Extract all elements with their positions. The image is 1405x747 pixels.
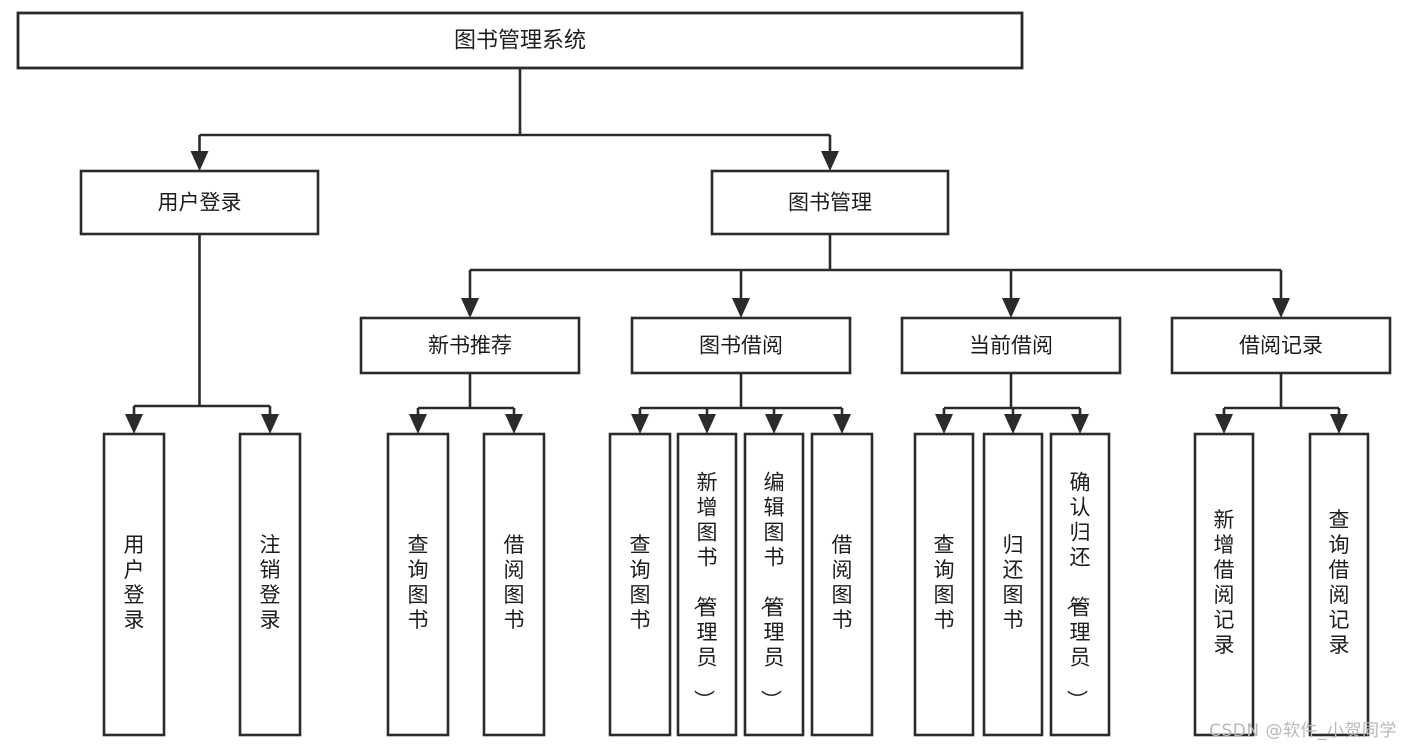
node-label-current-borrow: 当前借阅: [969, 334, 1053, 358]
node-label-leaf-confirm-return: 确认归还（管理员）: [1065, 471, 1091, 711]
node-leaf-borrow-book-recommend[interactable]: 借阅图书: [482, 432, 546, 737]
node-leaf-add-record[interactable]: 新增借阅记录: [1193, 432, 1255, 737]
arrow-head-leaf-return-book: [1004, 414, 1022, 434]
node-label-leaf-query-record: 查询借阅记录: [1329, 508, 1350, 657]
arrow-head-leaf-edit-book: [765, 414, 783, 434]
arrow-head-user-login: [190, 151, 209, 171]
node-label-borrow-record: 借阅记录: [1239, 334, 1323, 358]
arrow-head-borrow-record: [1272, 298, 1290, 318]
node-box-leaf-edit-book: [743, 432, 805, 737]
node-label-leaf-add-book: 新增图书（管理员）: [692, 471, 718, 711]
node-label-leaf-query-book-recommend: 查询图书: [408, 533, 429, 632]
node-label-new-book-recommend: 新书推荐: [428, 334, 512, 358]
node-box-leaf-add-record: [1193, 432, 1255, 737]
node-leaf-query-book-current[interactable]: 查询图书: [913, 432, 975, 737]
connector-layer: [125, 68, 1348, 434]
arrow-head-leaf-query-book: [631, 414, 649, 434]
node-box-leaf-query-book: [608, 432, 672, 737]
node-label-leaf-add-record: 新增借阅记录: [1214, 508, 1235, 657]
node-box-new-book-recommend: [359, 316, 581, 375]
node-leaf-query-book[interactable]: 查询图书: [608, 432, 672, 737]
node-leaf-edit-book[interactable]: 编辑图书（管理员）: [743, 432, 805, 737]
node-box-leaf-query-book-recommend: [386, 432, 450, 737]
node-current-borrow[interactable]: 当前借阅: [900, 316, 1122, 375]
node-label-book-management: 图书管理: [788, 191, 872, 215]
node-label-leaf-edit-book: 编辑图书（管理员）: [759, 471, 785, 711]
node-box-leaf-user-login: [102, 432, 166, 737]
node-box-leaf-query-book-current: [913, 432, 975, 737]
node-box-leaf-borrow-book-recommend: [482, 432, 546, 737]
node-leaf-query-record[interactable]: 查询借阅记录: [1308, 432, 1370, 737]
node-box-leaf-query-record: [1308, 432, 1370, 737]
node-user-login[interactable]: 用户登录: [79, 169, 320, 236]
arrow-head-leaf-confirm-return: [1071, 414, 1089, 434]
node-leaf-return-book[interactable]: 归还图书: [982, 432, 1044, 737]
node-root[interactable]: 图书管理系统: [16, 11, 1024, 70]
node-label-book-borrow: 图书借阅: [699, 334, 783, 358]
node-box-root: [16, 11, 1024, 70]
arrow-head-current-borrow: [1002, 298, 1020, 318]
arrow-head-leaf-query-record: [1330, 414, 1348, 434]
node-leaf-confirm-return[interactable]: 确认归还（管理员）: [1049, 432, 1111, 737]
node-box-leaf-confirm-return: [1049, 432, 1111, 737]
node-label-user-login: 用户登录: [158, 191, 242, 215]
node-label-root: 图书管理系统: [454, 29, 586, 54]
node-leaf-logout[interactable]: 注销登录: [238, 432, 302, 737]
node-label-leaf-borrow-book-recommend: 借阅图书: [504, 533, 525, 632]
node-box-leaf-add-book: [676, 432, 738, 737]
node-box-borrow-record: [1170, 316, 1392, 375]
node-label-leaf-query-book-current: 查询图书: [934, 533, 955, 632]
arrow-head-book-management: [821, 151, 839, 171]
node-label-leaf-return-book: 归还图书: [1003, 533, 1024, 632]
arrow-head-leaf-borrow-book: [833, 414, 851, 434]
node-book-borrow[interactable]: 图书借阅: [630, 316, 852, 375]
watermark-label: CSDN @软件_小贺同学: [1209, 721, 1397, 741]
node-new-book-recommend[interactable]: 新书推荐: [359, 316, 581, 375]
node-borrow-record[interactable]: 借阅记录: [1170, 316, 1392, 375]
node-leaf-user-login[interactable]: 用户登录: [102, 432, 166, 737]
node-box-leaf-return-book: [982, 432, 1044, 737]
node-layer: 图书管理系统用户登录图书管理新书推荐图书借阅当前借阅借阅记录用户登录注销登录查询…: [16, 11, 1392, 737]
node-label-leaf-borrow-book: 借阅图书: [832, 533, 853, 632]
node-box-user-login: [79, 169, 320, 236]
node-label-leaf-logout: 注销登录: [260, 533, 281, 632]
arrow-head-leaf-logout: [261, 414, 279, 434]
node-box-book-management: [710, 169, 950, 236]
arrow-head-new-book-recommend: [461, 298, 479, 318]
node-leaf-add-book[interactable]: 新增图书（管理员）: [676, 432, 738, 737]
arrow-head-leaf-borrow-book-recommend: [505, 414, 523, 434]
arrow-head-leaf-add-record: [1215, 414, 1233, 434]
node-label-leaf-query-book: 查询图书: [630, 533, 651, 632]
node-leaf-borrow-book[interactable]: 借阅图书: [810, 432, 874, 737]
arrow-head-leaf-query-book-recommend: [409, 414, 427, 434]
arrow-head-leaf-add-book: [698, 414, 716, 434]
node-box-book-borrow: [630, 316, 852, 375]
node-book-management[interactable]: 图书管理: [710, 169, 950, 236]
node-box-current-borrow: [900, 316, 1122, 375]
node-label-leaf-user-login: 用户登录: [124, 533, 145, 632]
arrow-head-leaf-query-book-current: [935, 414, 953, 434]
node-box-leaf-borrow-book: [810, 432, 874, 737]
node-leaf-query-book-recommend[interactable]: 查询图书: [386, 432, 450, 737]
arrow-head-leaf-user-login: [125, 414, 143, 434]
arrow-head-book-borrow: [732, 298, 750, 318]
node-box-leaf-logout: [238, 432, 302, 737]
